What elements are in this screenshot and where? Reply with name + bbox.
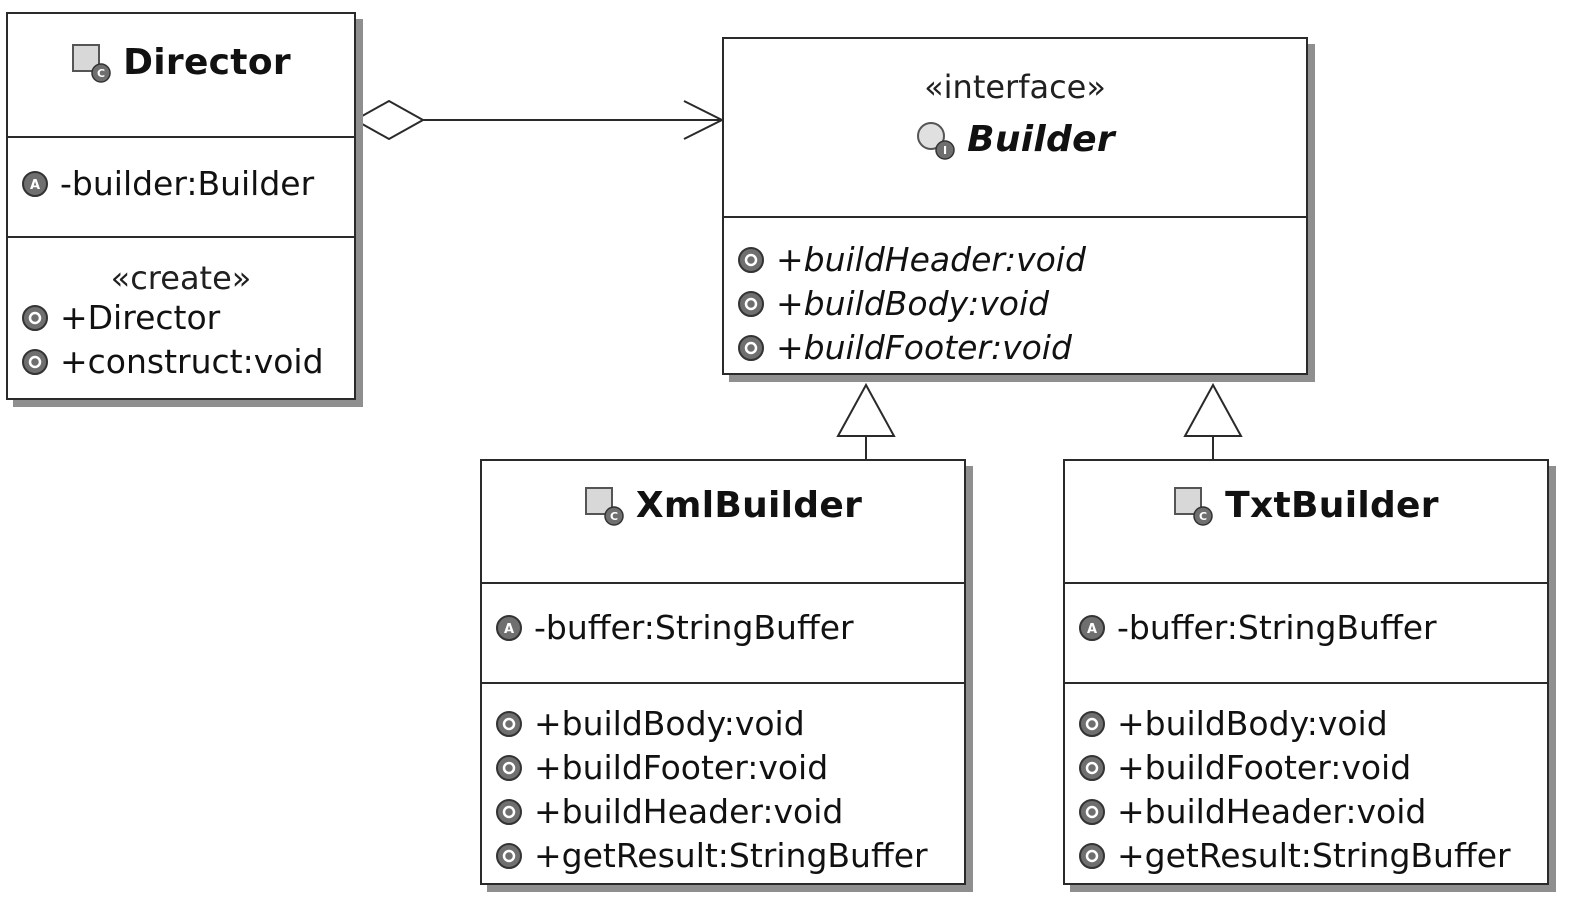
director-header: C Director: [8, 14, 354, 136]
method-text: +buildHeader:void: [534, 792, 844, 831]
method-row[interactable]: +getResult:StringBuffer: [482, 834, 964, 878]
method-row[interactable]: +buildBody:void: [482, 702, 964, 746]
method-icon: [496, 843, 522, 869]
field-icon: A: [496, 615, 522, 641]
xmlbuilder-methods: +buildBody:void +buildFooter:void +build…: [482, 682, 964, 878]
txtbuilder-methods: +buildBody:void +buildFooter:void +build…: [1065, 682, 1547, 878]
create-stereotype: «create»: [110, 259, 252, 297]
svg-text:C: C: [97, 67, 105, 80]
method-row[interactable]: +buildFooter:void: [482, 746, 964, 790]
method-icon: [1079, 755, 1105, 781]
svg-text:A: A: [504, 622, 514, 637]
class-icon: C: [1174, 486, 1213, 526]
field-text: -buffer:StringBuffer: [1117, 608, 1437, 647]
field-row[interactable]: A -buffer:StringBuffer: [482, 606, 964, 650]
method-text: +buildFooter:void: [534, 748, 829, 787]
method-text: +buildFooter:void: [776, 328, 1072, 367]
realization-txtbuilder-builder: [1183, 382, 1243, 469]
txtbuilder-class-box[interactable]: C TxtBuilder A -buffer:StringBuffer +bui…: [1063, 459, 1549, 885]
method-icon: [738, 291, 764, 317]
method-icon: [738, 335, 764, 361]
class-name: TxtBuilder: [1225, 485, 1439, 526]
method-text: +buildBody:void: [776, 284, 1050, 323]
svg-text:A: A: [30, 178, 40, 193]
builder-interface-box[interactable]: «interface» I Builder +buildHeader:void …: [722, 37, 1308, 375]
builder-header: «interface» I Builder: [724, 39, 1306, 216]
method-row[interactable]: +buildHeader:void: [1065, 790, 1547, 834]
method-row[interactable]: +buildHeader:void: [482, 790, 964, 834]
method-row[interactable]: +buildFooter:void: [1065, 746, 1547, 790]
method-icon: [496, 799, 522, 825]
class-icon: C: [584, 486, 624, 526]
aggregation-arrowhead: [683, 100, 725, 140]
svg-text:C: C: [1199, 510, 1207, 523]
field-icon: A: [1079, 615, 1105, 641]
field-text: -buffer:StringBuffer: [534, 608, 854, 647]
director-methods: «create» +Director +construct:void: [8, 236, 354, 384]
director-fields: A -builder:Builder: [8, 136, 354, 236]
aggregation-director-builder: [352, 99, 725, 141]
class-icon: C: [72, 43, 111, 83]
svg-text:C: C: [610, 510, 618, 523]
svg-text:I: I: [943, 144, 947, 157]
method-text: +construct:void: [60, 342, 324, 381]
method-row[interactable]: +getResult:StringBuffer: [1065, 834, 1547, 878]
method-text: +Director: [60, 298, 221, 337]
director-class-box[interactable]: C Director A -builder:Builder «create» +…: [6, 12, 356, 400]
method-text: +buildHeader:void: [776, 240, 1086, 279]
interface-stereotype: «interface»: [924, 68, 1106, 106]
svg-text:A: A: [1087, 622, 1097, 637]
class-name: XmlBuilder: [635, 485, 863, 526]
method-text: +buildBody:void: [534, 704, 805, 743]
xmlbuilder-fields: A -buffer:StringBuffer: [482, 582, 964, 682]
txtbuilder-header: C TxtBuilder: [1065, 461, 1547, 582]
method-row[interactable]: +buildBody:void: [1065, 702, 1547, 746]
realization-triangle-txt: [1183, 382, 1243, 437]
method-icon: [738, 247, 764, 273]
realization-triangle-xml: [836, 382, 896, 437]
interface-icon: I: [917, 121, 955, 160]
xmlbuilder-header: C XmlBuilder: [482, 461, 964, 582]
method-icon: [22, 305, 48, 331]
method-text: +getResult:StringBuffer: [1117, 836, 1511, 875]
method-icon: [1079, 843, 1105, 869]
method-row[interactable]: +Director: [8, 296, 354, 340]
method-text: +buildHeader:void: [1117, 792, 1427, 831]
method-icon: [496, 755, 522, 781]
method-row[interactable]: +buildHeader:void: [724, 238, 1306, 282]
method-icon: [1079, 711, 1105, 737]
class-name: Director: [123, 42, 291, 83]
builder-methods: +buildHeader:void +buildBody:void +build…: [724, 216, 1306, 370]
field-text: -builder:Builder: [60, 164, 315, 203]
aggregation-diamond: [352, 99, 426, 141]
method-icon: [496, 711, 522, 737]
method-row[interactable]: +buildFooter:void: [724, 326, 1306, 370]
method-text: +getResult:StringBuffer: [534, 836, 928, 875]
method-icon: [22, 349, 48, 375]
field-row[interactable]: A -builder:Builder: [8, 162, 354, 206]
method-text: +buildFooter:void: [1117, 748, 1412, 787]
method-row[interactable]: +construct:void: [8, 340, 354, 384]
method-icon: [1079, 799, 1105, 825]
interface-name: Builder: [967, 119, 1115, 160]
field-row[interactable]: A -buffer:StringBuffer: [1065, 606, 1547, 650]
method-text: +buildBody:void: [1117, 704, 1388, 743]
xmlbuilder-class-box[interactable]: C XmlBuilder A -buffer:StringBuffer +bui…: [480, 459, 966, 885]
txtbuilder-fields: A -buffer:StringBuffer: [1065, 582, 1547, 682]
field-icon: A: [22, 171, 48, 197]
realization-xmlbuilder-builder: [836, 382, 896, 469]
method-row[interactable]: +buildBody:void: [724, 282, 1306, 326]
